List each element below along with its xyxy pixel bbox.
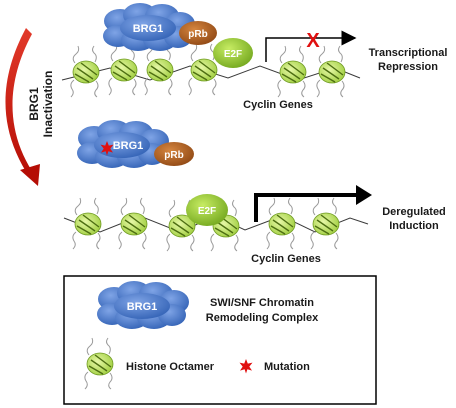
active-transcription-arrow xyxy=(254,193,360,222)
middle-panel: BRG1 pRb xyxy=(77,120,194,168)
mutated-brg1-label: BRG1 xyxy=(113,140,144,152)
histone-octamer xyxy=(108,43,138,96)
bottom-outcome-line2: Induction xyxy=(389,220,439,232)
prb-label: pRb xyxy=(188,29,207,40)
bottom-outcome-line1: Deregulated xyxy=(382,206,446,218)
histone-octamer xyxy=(70,45,100,98)
transcription-start-arrow xyxy=(265,30,357,62)
e2f-label: E2F xyxy=(224,49,242,60)
legend-complex-text-line1: SWI/SNF Chromatin xyxy=(210,297,314,309)
blocked-x-mark: X xyxy=(306,30,320,52)
bottom-e2f-label: E2F xyxy=(198,206,216,217)
prb-protein: pRb xyxy=(179,21,217,45)
middle-prb-protein: pRb xyxy=(154,142,194,166)
histone-octamer xyxy=(266,197,296,250)
histone-octamer xyxy=(118,197,148,250)
histone-octamer xyxy=(310,197,340,250)
bottom-panel: E2F Deregulated Induction Cyclin Genes xyxy=(63,185,446,265)
top-outcome-line1: Transcriptional xyxy=(369,47,448,59)
legend-box: BRG1 SWI/SNF Chromatin Remodeling Comple… xyxy=(63,275,377,405)
top-panel: BRG1 pRb E2F X Transcriptional Repressio… xyxy=(61,3,448,111)
histone-octamer xyxy=(277,45,307,98)
legend-histone-text: Histone Octamer xyxy=(126,361,215,373)
mutated-brg1-complex: BRG1 xyxy=(77,120,169,168)
top-genes-label: Cyclin Genes xyxy=(243,99,313,111)
brg1-label: BRG1 xyxy=(133,23,164,35)
bottom-e2f-protein: E2F xyxy=(186,194,228,226)
active-transcription-arrowhead xyxy=(356,185,372,205)
brg1-complex: BRG1 xyxy=(103,3,195,51)
side-label-line2: Inactivation xyxy=(41,71,55,138)
histone-octamer xyxy=(316,45,346,98)
bottom-genes-label: Cyclin Genes xyxy=(251,253,321,265)
side-label-line1: BRG1 xyxy=(27,87,41,121)
top-outcome-line2: Repression xyxy=(378,61,438,73)
legend-complex-text-line2: Remodeling Complex xyxy=(206,312,319,324)
e2f-protein: E2F xyxy=(213,38,253,68)
histone-octamer xyxy=(188,43,218,96)
middle-prb-label: pRb xyxy=(164,150,183,161)
legend-brg1-label: BRG1 xyxy=(127,301,158,313)
histone-octamer xyxy=(144,43,174,96)
histone-octamer xyxy=(72,197,102,250)
legend-complex-symbol: BRG1 xyxy=(97,281,189,329)
brg1-inactivation-arrow xyxy=(5,28,40,186)
legend-mutation-text: Mutation xyxy=(264,361,310,373)
